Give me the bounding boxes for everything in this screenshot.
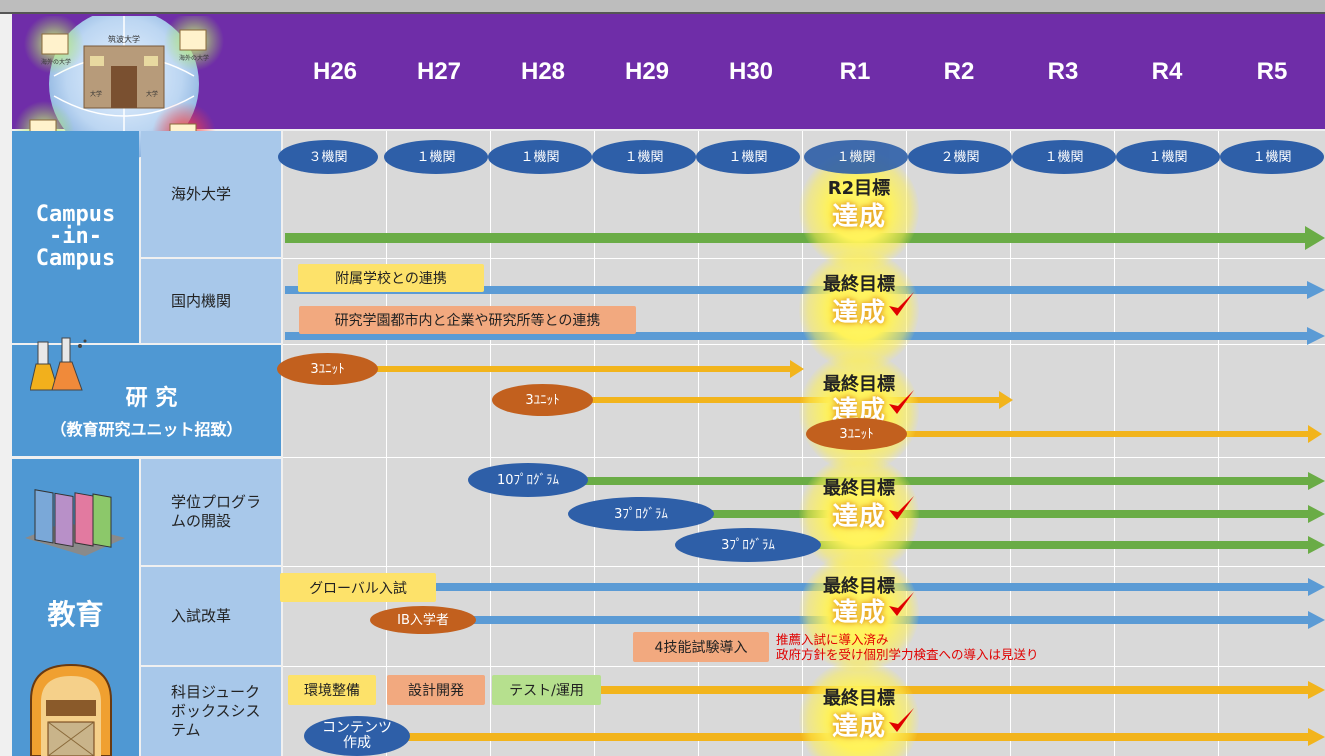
degree-arrow-3: [810, 536, 1325, 554]
ib-oval: IB入学者: [370, 606, 476, 634]
institutions-h28: １機関: [488, 140, 592, 174]
year-h28: H28: [520, 57, 566, 85]
degree-arrow-2: [705, 505, 1325, 523]
year-r1: R1: [839, 57, 871, 85]
checkmark-icon: [889, 390, 914, 414]
checkmark-icon: [889, 592, 914, 616]
research-subtitle: （教育研究ユニット招致）: [50, 419, 243, 439]
year-h29: H29: [624, 57, 670, 85]
campus-logo: 筑波大学 海外の大学 海外の大学 大学 大学: [14, 9, 278, 256]
flask-icon: [30, 337, 87, 391]
overseas-arrow: [285, 226, 1325, 250]
research-arrow-3: [900, 425, 1322, 443]
unit-oval-h26: 3ﾕﾆｯﾄ: [277, 353, 378, 385]
research-arrow-2: [585, 391, 1013, 409]
domestic-arrow-1: [285, 281, 1325, 299]
institutions-h26: ３機関: [278, 140, 378, 174]
design-box: 設計開発: [387, 675, 485, 705]
institutions-r3: １機関: [1012, 140, 1116, 174]
checkmark-icon: [889, 496, 914, 520]
category-research: 研 究 （教育研究ユニット招致）: [12, 345, 281, 456]
svg-text:大学: 大学: [90, 90, 102, 98]
jukebox-arrow-1: [590, 681, 1325, 699]
year-r3: R3: [1047, 57, 1079, 85]
achieved-jukebox: 達成: [831, 712, 886, 742]
svg-text:海外の大学: 海外の大学: [41, 58, 71, 66]
achieved-domestic: 達成: [831, 298, 886, 328]
tsukuba-link-box: 研究学園都市内と企業や研究所等との連携: [299, 306, 636, 334]
exam-note-line2: 政府方針を受け個別学力検査への導入は見送り: [776, 647, 1039, 662]
row-label-degree: 学位プログラムの開設: [141, 459, 281, 565]
goal-label-jukebox: 最終目標: [823, 688, 895, 709]
jukebox-icon: [30, 663, 112, 756]
four-skill-box: 4技能試験導入: [633, 632, 769, 662]
goal-glow-jukebox: [799, 660, 919, 756]
goal-label-research: 最終目標: [823, 374, 895, 395]
institutions-h30: １機関: [696, 140, 800, 174]
svg-text:大学: 大学: [146, 90, 158, 98]
svg-text:海外の大学: 海外の大学: [179, 54, 209, 62]
attached-school-box: 附属学校との連携: [298, 264, 484, 292]
institutions-r2: ２機関: [908, 140, 1012, 174]
year-h26: H26: [312, 57, 358, 85]
year-header: [12, 14, 1325, 129]
research-title: 研 究: [125, 385, 178, 411]
year-r4: R4: [1151, 57, 1183, 85]
test-ops-box: テスト/運用: [492, 675, 601, 705]
institutions-h27: １機関: [384, 140, 488, 174]
year-h30: H30: [728, 57, 774, 85]
row-label-overseas: 海外大学: [141, 131, 281, 257]
row-label-jukebox: 科目ジュークボックスシステム: [141, 667, 281, 756]
row-label-domestic: 国内機関: [141, 259, 281, 343]
category-campus: Campus -in- Campus: [12, 131, 139, 343]
institutions-r1: １機関: [804, 140, 908, 174]
program-oval-3a: 3ﾌﾟﾛｸﾞﾗﾑ: [568, 497, 714, 531]
program-oval-10: 10ﾌﾟﾛｸﾞﾗﾑ: [468, 463, 588, 497]
globe-campus-icon: 筑波大学 海外の大学 海外の大学 大学 大学: [14, 9, 224, 166]
unit-oval-r1: 3ﾕﾆｯﾄ: [806, 418, 907, 450]
achieved-overseas: 達成: [831, 202, 886, 232]
institutions-r4: １機関: [1116, 140, 1220, 174]
logo-label-main: 筑波大学: [108, 34, 140, 44]
row-label-exam: 入試改革: [141, 567, 281, 665]
contents-oval: コンテンツ 作成: [304, 716, 410, 756]
year-r5: R5: [1256, 57, 1288, 85]
goal-label-overseas: R2目標: [827, 178, 891, 199]
degree-arrow-1: [580, 472, 1325, 490]
books-icon: [25, 489, 125, 556]
year-r2: R2: [943, 57, 975, 85]
goal-glow-research: [799, 352, 919, 472]
institutions-h29: １機関: [592, 140, 696, 174]
program-oval-3b: 3ﾌﾟﾛｸﾞﾗﾑ: [675, 528, 821, 562]
goal-label-domestic: 最終目標: [823, 274, 895, 295]
education-label: 教育: [47, 597, 104, 631]
top-bar: [0, 0, 1325, 14]
checkmark-icon: [889, 708, 914, 732]
year-h27: H27: [416, 57, 462, 85]
research-arrow-1: [370, 360, 804, 378]
env-box: 環境整備: [288, 675, 376, 705]
checkmark-icon: [889, 292, 914, 316]
exam-note-line1: 推薦入試に導入済み: [776, 632, 889, 647]
unit-oval-h28: 3ﾕﾆｯﾄ: [492, 384, 593, 416]
goal-label-degree: 最終目標: [823, 478, 895, 499]
domestic-arrow-2: [285, 327, 1325, 345]
achieved-degree: 達成: [831, 502, 886, 532]
global-exam-box: グローバル入試: [280, 573, 436, 602]
achieved-exam: 達成: [831, 598, 886, 628]
institutions-r5: １機関: [1220, 140, 1324, 174]
goal-label-exam: 最終目標: [823, 576, 895, 597]
